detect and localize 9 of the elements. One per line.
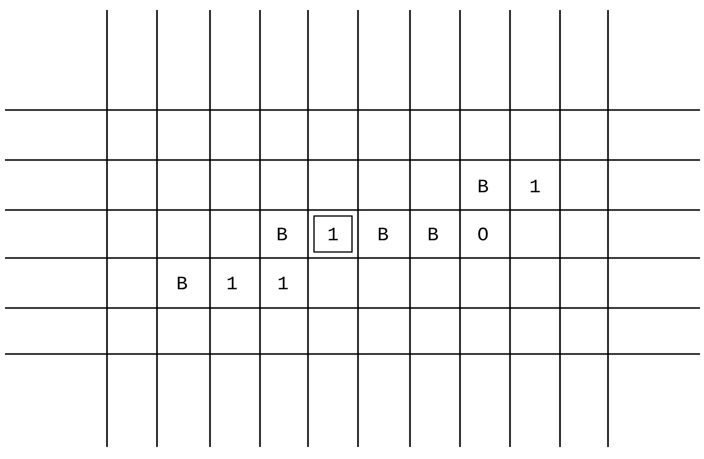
tape-symbol: 1 [228,276,237,290]
tape-symbol: 1 [530,180,540,192]
tape-symbol: B [478,180,488,192]
tape-symbol: B [178,276,187,290]
tape-symbol: B [378,228,388,240]
tape-symbol: O [478,228,488,240]
tape-symbol: B [428,228,438,240]
tape-symbol: 1 [278,276,288,290]
tape-symbol: B [278,228,287,240]
